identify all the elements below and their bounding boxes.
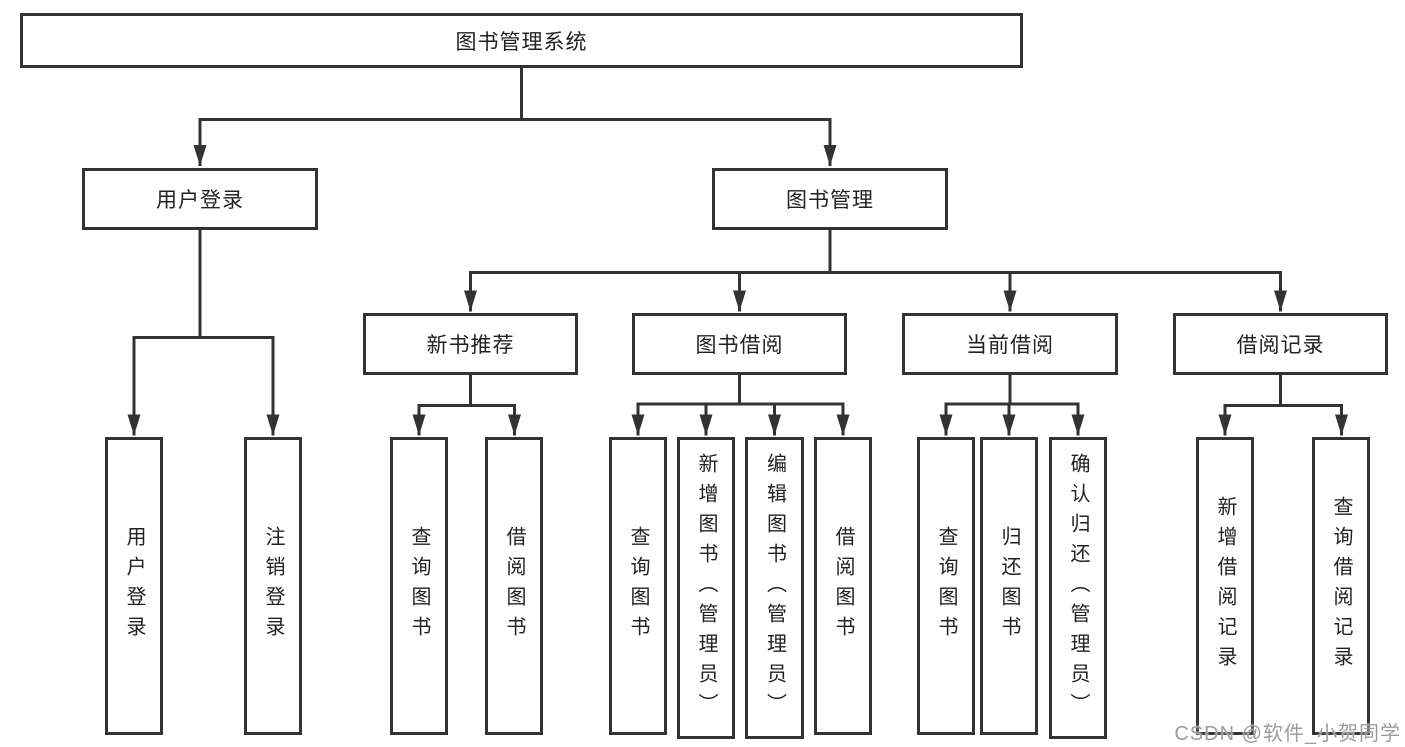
node-book-management: 图书管理	[712, 168, 948, 230]
csdn-watermark: CSDN @软件_小贺同学	[1174, 723, 1401, 745]
leaf-logout-label: 注销登录	[262, 526, 284, 646]
leaf-logout: 注销登录	[244, 437, 302, 735]
node-user-login-label: 用户登录	[156, 189, 244, 212]
node-current-borrow: 当前借阅	[902, 313, 1118, 375]
leaf-add-book-admin-label: 新增图书（管理员）	[695, 453, 717, 723]
leaf-add-borrow-record-label: 新增借阅记录	[1214, 496, 1236, 676]
leaf-query-borrow-record: 查询借阅记录	[1312, 437, 1370, 735]
leaf-edit-book-admin-label: 编辑图书（管理员）	[763, 453, 786, 723]
leaf-query-books-borrow-label: 查询图书	[627, 526, 649, 646]
leaf-user-login: 用户登录	[105, 437, 163, 735]
leaf-add-book-admin: 新增图书（管理员）	[677, 437, 735, 739]
node-book-management-label: 图书管理	[786, 189, 874, 212]
leaf-borrow-books-recommend-label: 借阅图书	[503, 526, 525, 646]
node-book-borrow: 图书借阅	[632, 313, 847, 375]
leaf-confirm-return-admin: 确认归还（管理员）	[1049, 437, 1107, 739]
node-new-book-recommend: 新书推荐	[363, 313, 578, 375]
node-borrow-records-label: 借阅记录	[1236, 334, 1325, 357]
node-current-borrow-label: 当前借阅	[966, 334, 1054, 357]
leaf-borrow-book: 借阅图书	[814, 437, 872, 735]
node-user-login: 用户登录	[82, 168, 318, 230]
leaf-query-borrow-record-label: 查询借阅记录	[1330, 496, 1352, 676]
node-new-book-recommend-label: 新书推荐	[426, 334, 515, 357]
leaf-edit-book-admin: 编辑图书（管理员）	[745, 437, 804, 739]
node-book-borrow-label: 图书借阅	[695, 334, 784, 357]
leaf-confirm-return-admin-label: 确认归还（管理员）	[1067, 453, 1089, 723]
leaf-query-books-borrow: 查询图书	[609, 437, 667, 735]
leaf-return-book-label: 归还图书	[998, 526, 1020, 646]
leaf-query-books-recommend: 查询图书	[390, 437, 448, 735]
leaf-return-book: 归还图书	[980, 437, 1038, 735]
node-borrow-records: 借阅记录	[1173, 313, 1388, 375]
node-root: 图书管理系统	[20, 13, 1023, 68]
leaf-query-books-current: 查询图书	[917, 437, 975, 735]
node-root-label: 图书管理系统	[455, 30, 588, 54]
leaf-query-books-recommend-label: 查询图书	[408, 526, 430, 646]
leaf-query-books-current-label: 查询图书	[935, 526, 957, 646]
leaf-borrow-books-recommend: 借阅图书	[485, 437, 543, 735]
leaf-add-borrow-record: 新增借阅记录	[1196, 437, 1254, 735]
leaf-borrow-book-label: 借阅图书	[832, 526, 854, 646]
leaf-user-login-label: 用户登录	[123, 526, 145, 646]
